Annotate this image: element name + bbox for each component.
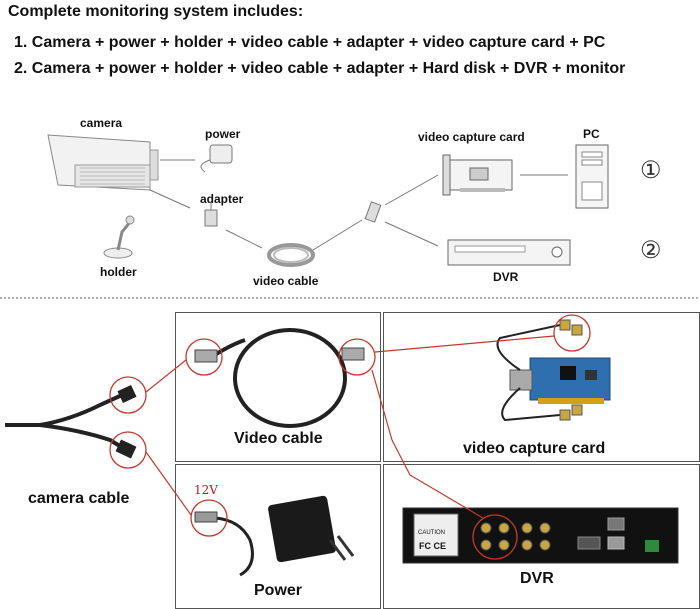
- power-label: power: [205, 127, 241, 141]
- camera-cable-illustration: [5, 384, 137, 459]
- header-line-2: 2. Camera + power + holder + video cable…: [14, 60, 626, 77]
- video-capture-card-label: video capture card: [418, 130, 525, 144]
- pc-label: PC: [583, 127, 600, 141]
- dvr-caution-label: CAUTION: [418, 530, 445, 536]
- top-diagram: [0, 134, 700, 299]
- bottom-power-label: Power: [254, 582, 303, 599]
- adapter-label: adapter: [200, 192, 244, 206]
- dvr-illustration: [447, 239, 571, 266]
- camera-illustration: [47, 134, 159, 191]
- bnc-connector-illustration: [364, 201, 382, 223]
- video-cable-coil-illustration: [267, 243, 315, 267]
- video-cable-label: video cable: [253, 274, 319, 288]
- adapter-illustration: [204, 203, 218, 227]
- camera-label: camera: [80, 116, 123, 130]
- power-voltage-label: 12V: [194, 483, 218, 497]
- option-1-marker: ①: [640, 156, 662, 184]
- camera-cable-label: camera cable: [28, 490, 130, 507]
- header-line-1: 1. Camera + power + holder + video cable…: [14, 34, 606, 51]
- bottom-dvr-label: DVR: [520, 570, 554, 587]
- pc-tower-illustration: [575, 144, 609, 209]
- power-illustration: [200, 144, 233, 173]
- holder-label: holder: [100, 265, 137, 279]
- dvr-fc-ce-label: FC CE: [419, 541, 446, 551]
- dvr-label: DVR: [493, 270, 519, 284]
- header-title: Complete monitoring system includes:: [8, 3, 304, 20]
- option-2-marker: ②: [640, 236, 662, 264]
- bottom-capture-card-label: video capture card: [463, 440, 606, 457]
- bottom-video-cable-label: Video cable: [234, 430, 323, 447]
- capture-card-illustration: [442, 154, 513, 196]
- holder-illustration: [103, 215, 135, 259]
